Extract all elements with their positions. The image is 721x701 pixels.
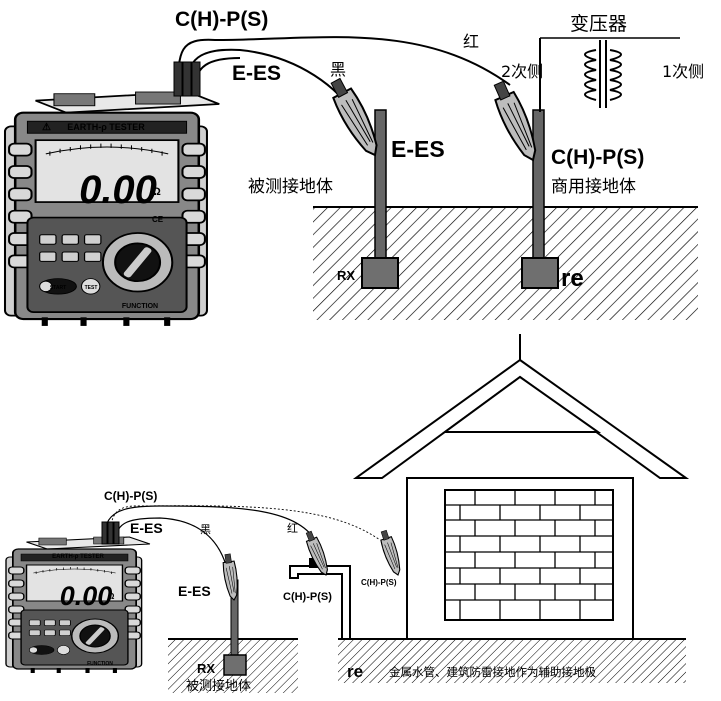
bottom-ground-under-test-label: 被测接地体	[186, 678, 251, 694]
meter-brand-bottom: EARTH-ρ TESTER	[52, 554, 104, 560]
top-commercial-ground-label: 商用接地体	[551, 177, 636, 197]
top-diagram: EARTH-ρ TESTER ⚠ 0.00 Ω CE FUNCTION STAR…	[3, 8, 704, 328]
bottom-black-wire-label: 黑	[200, 523, 211, 536]
bottom-ground-right	[338, 639, 686, 683]
meter-unit-top: Ω	[152, 186, 161, 198]
house-icon	[352, 334, 690, 640]
bottom-red-wire-label: 红	[287, 522, 298, 535]
bottom-plugs	[101, 521, 120, 545]
ce-mark-top: CE	[152, 215, 164, 224]
bottom-lead-e-es-label: E-ES	[130, 520, 163, 536]
bottom-rx-label: RX	[197, 661, 215, 676]
meter-reading-top: 0.00	[79, 168, 157, 212]
top-red-wire-label: 红	[463, 32, 479, 51]
meter-brand-top: EARTH-ρ TESTER	[67, 122, 145, 132]
primary-side-label: 1次侧	[662, 62, 704, 81]
black-wire-bottom	[115, 517, 227, 566]
aux-ground-note: 金属水管、建筑防雷接地作为辅助接地极	[389, 665, 596, 679]
bottom-house-c-p-label: C(H)-P(S)	[361, 578, 397, 587]
brick-wall	[445, 490, 613, 620]
bottom-probe-e-es-label: E-ES	[178, 583, 211, 599]
meter-function-top: FUNCTION	[122, 303, 158, 310]
bottom-re-label: re	[347, 662, 363, 681]
top-black-wire-label: 黑	[330, 60, 346, 79]
top-plugs	[173, 61, 201, 97]
top-lead-e-es-label: E-ES	[232, 62, 281, 85]
house-clip-bottom	[377, 528, 405, 578]
bottom-lead-c-p-label: C(H)-P(S)	[104, 489, 157, 503]
bottom-rx-block	[223, 654, 247, 676]
top-lead-c-p-label: C(H)-P(S)	[175, 8, 268, 31]
dotted-wire-house	[109, 505, 381, 541]
top-re-label: re	[561, 265, 584, 292]
meter-unit-bottom: Ω	[108, 592, 115, 601]
secondary-side-label: 2次侧	[501, 62, 543, 81]
top-probe-e-es-label: E-ES	[391, 136, 445, 162]
top-rx-label: RX	[337, 268, 355, 283]
warning-icon-top: ⚠	[42, 122, 51, 133]
re-electrode-block	[521, 257, 559, 289]
red-wire-top	[177, 36, 511, 93]
top-probe-c-p-label: C(H)-P(S)	[551, 146, 644, 169]
bottom-pipe-c-p-label: C(H)-P(S)	[283, 591, 332, 603]
red-wire-bottom	[103, 505, 319, 546]
meter-start-top: START	[50, 285, 66, 291]
meter-reading-bottom: 0.00	[60, 581, 113, 611]
transformer-label: 变压器	[570, 13, 627, 35]
transformer-icon	[584, 40, 622, 108]
meter-test-top: TEST	[85, 285, 98, 291]
meter-function-bottom: FUNCTION	[87, 661, 113, 667]
rx-electrode-block	[361, 257, 399, 289]
bottom-diagram: EARTH-ρ TESTER 0.00 Ω FUNCTION C(H)-P(S)…	[5, 334, 690, 694]
re-electrode-rod	[532, 109, 545, 266]
top-ground-under-test-label: 被测接地体	[248, 177, 333, 197]
rx-electrode-rod	[374, 109, 387, 266]
